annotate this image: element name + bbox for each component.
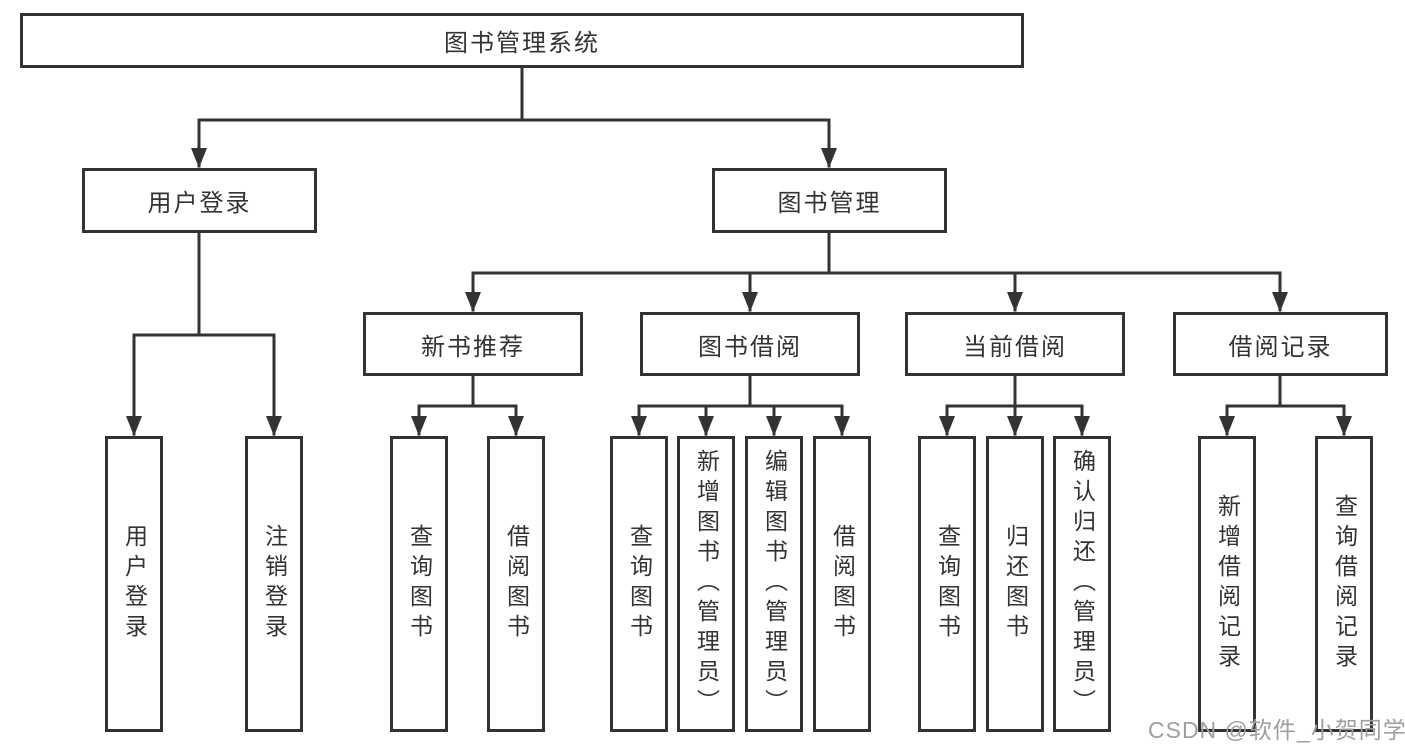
leaf-label: 新增图书（管理员） bbox=[693, 449, 720, 719]
leaf-query-book-borrow: 查询图书 bbox=[610, 436, 668, 732]
node-borrow-records: 借阅记录 bbox=[1173, 312, 1388, 376]
connector-borrow-to-leaves bbox=[637, 374, 844, 436]
connector-records-to-leaves bbox=[1225, 374, 1346, 436]
leaf-edit-book-admin: 编辑图书（管理员） bbox=[745, 436, 803, 732]
node-current-borrow: 当前借阅 bbox=[905, 312, 1125, 376]
node-label: 图书借阅 bbox=[698, 333, 802, 361]
leaf-label: 查询借阅记录 bbox=[1331, 494, 1358, 674]
node-new-book-recommend: 新书推荐 bbox=[363, 312, 583, 376]
leaf-query-borrow-record: 查询借阅记录 bbox=[1315, 436, 1373, 732]
connector-bookmgmt-to-level3 bbox=[471, 231, 1282, 312]
connector-userlogin-to-leaves bbox=[132, 231, 276, 436]
node-label: 用户登录 bbox=[147, 190, 252, 217]
node-user-login: 用户登录 bbox=[82, 168, 317, 233]
leaf-label: 查询图书 bbox=[406, 524, 433, 644]
leaf-label: 归还图书 bbox=[1002, 524, 1029, 644]
leaf-query-book-current: 查询图书 bbox=[918, 436, 976, 732]
leaf-logout: 注销登录 bbox=[245, 436, 303, 732]
connector-root-to-level2 bbox=[197, 66, 831, 168]
leaf-label: 新增借阅记录 bbox=[1214, 494, 1241, 674]
node-label: 图书管理系统 bbox=[444, 30, 600, 57]
node-label: 借阅记录 bbox=[1228, 333, 1333, 361]
node-book-borrow: 图书借阅 bbox=[640, 312, 860, 376]
leaf-label: 查询图书 bbox=[934, 524, 961, 644]
leaf-add-book-admin: 新增图书（管理员） bbox=[677, 436, 735, 732]
node-library-system: 图书管理系统 bbox=[20, 13, 1024, 68]
arrowhead-icon bbox=[939, 416, 1090, 436]
node-label: 新书推荐 bbox=[421, 333, 525, 361]
leaf-confirm-return-admin: 确认归还（管理员） bbox=[1053, 436, 1111, 732]
leaf-borrow-book-recommend: 借阅图书 bbox=[487, 436, 545, 732]
leaf-label: 编辑图书（管理员） bbox=[761, 449, 788, 719]
node-label: 图书管理 bbox=[777, 190, 882, 217]
arrowhead-icon bbox=[1219, 416, 1352, 436]
connector-newbook-to-leaves bbox=[417, 374, 518, 436]
arrowhead-icon bbox=[126, 416, 282, 436]
arrowhead-icon bbox=[631, 416, 850, 436]
leaf-return-book: 归还图书 bbox=[986, 436, 1044, 732]
leaf-add-borrow-record: 新增借阅记录 bbox=[1198, 436, 1256, 732]
leaf-label: 注销登录 bbox=[261, 524, 288, 644]
leaf-borrow-book: 借阅图书 bbox=[813, 436, 871, 732]
arrowhead-icon bbox=[411, 416, 524, 436]
leaf-label: 借阅图书 bbox=[829, 524, 856, 644]
leaf-label: 确认归还（管理员） bbox=[1069, 449, 1096, 719]
arrowhead-icon bbox=[191, 148, 837, 168]
node-label: 当前借阅 bbox=[963, 333, 1067, 361]
leaf-label: 借阅图书 bbox=[503, 524, 530, 644]
leaf-label: 用户登录 bbox=[121, 524, 148, 644]
arrowhead-icon bbox=[465, 292, 1288, 312]
leaf-query-book-recommend: 查询图书 bbox=[390, 436, 448, 732]
leaf-label: 查询图书 bbox=[626, 524, 653, 644]
csdn-watermark: CSDN @软件_小贺同学 bbox=[1148, 717, 1405, 743]
node-book-management: 图书管理 bbox=[712, 168, 947, 233]
leaf-user-login: 用户登录 bbox=[105, 436, 163, 732]
